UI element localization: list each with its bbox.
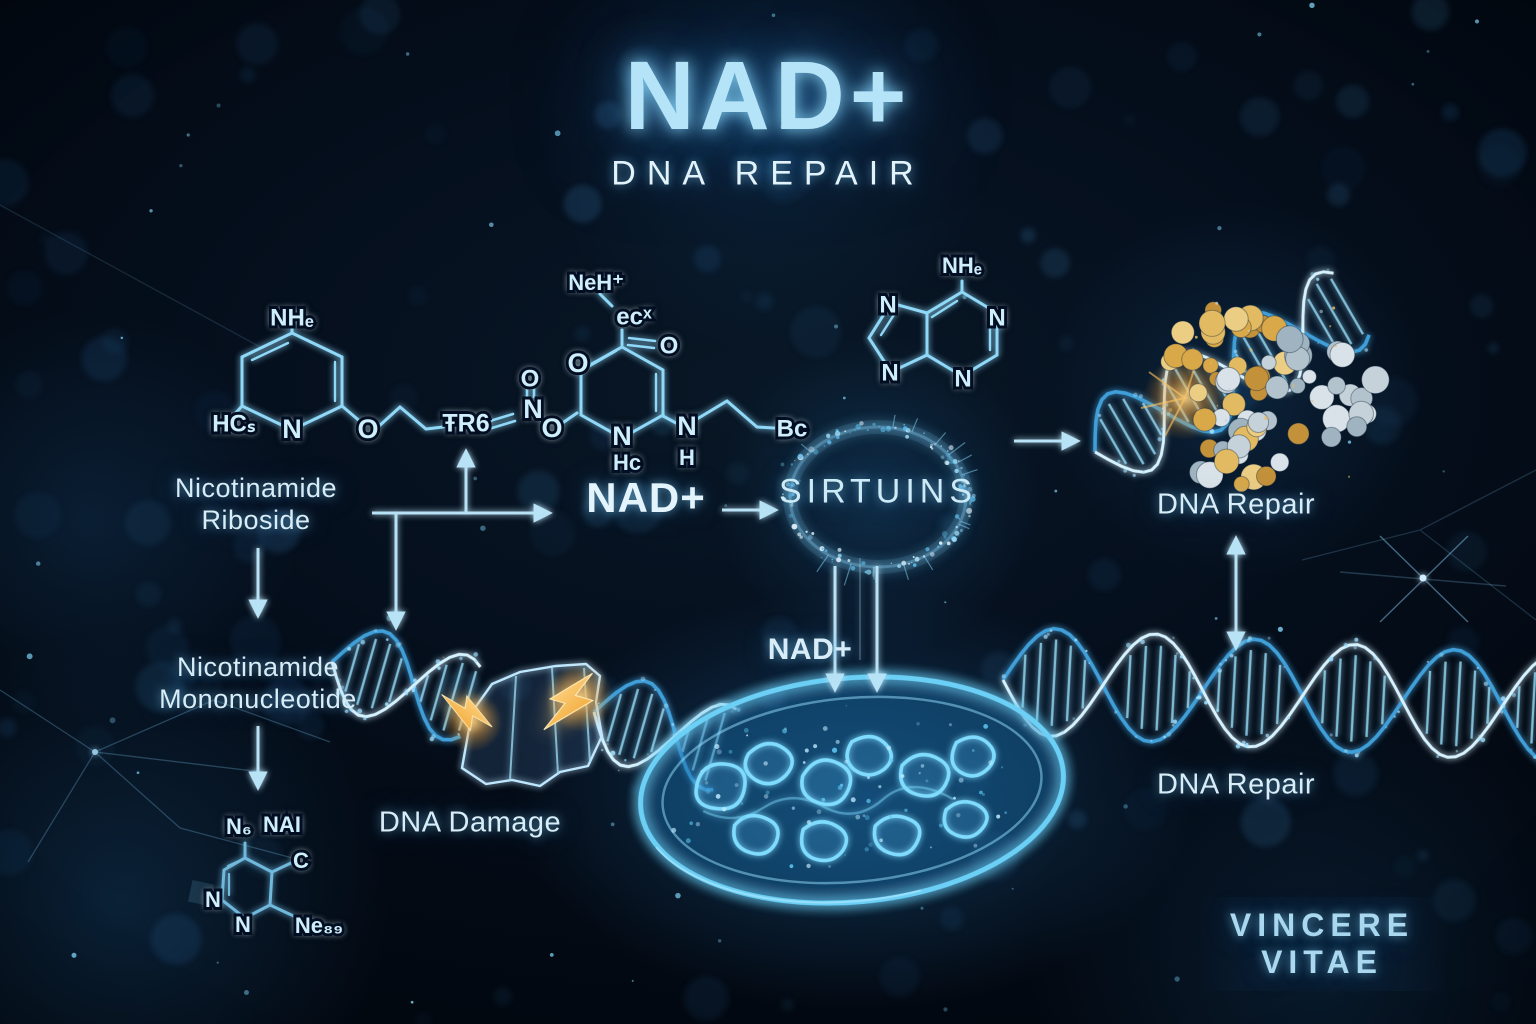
- atom-label: N: [205, 887, 221, 912]
- dna-helix: [1001, 626, 1536, 763]
- mitochondria-cristae: [694, 734, 996, 863]
- mitochondria-sparkles: [671, 704, 1007, 869]
- page-title: NAD+: [624, 41, 912, 150]
- atom-label: N₆: [226, 814, 252, 839]
- dna-helix: [330, 628, 482, 742]
- atom-label: O: [521, 365, 540, 392]
- atom-label: N: [523, 394, 543, 424]
- nmn-structure: [220, 841, 302, 921]
- atom-label: Ne₈₉: [295, 913, 343, 938]
- label-sirtuins: SIRTUINS: [778, 472, 978, 511]
- atom-label: ecˣ: [616, 303, 652, 330]
- pathway-arrows: [248, 431, 1246, 791]
- atom-label: NeH⁺: [568, 270, 624, 295]
- label-nad-pathway: NAD+: [586, 474, 706, 521]
- atom-label: N: [235, 912, 251, 937]
- atom-label: ŦR6: [442, 410, 489, 438]
- atom-label: NAI: [263, 812, 301, 837]
- brand-text: VINCERE VITAE: [1195, 897, 1449, 991]
- page-subtitle: DNA REPAIR: [611, 154, 925, 193]
- atom-label: N: [612, 421, 632, 451]
- atom-label: NHₑ: [270, 304, 314, 331]
- nicotinamide-riboside-structure: [232, 321, 445, 432]
- label-nicotinamide-riboside: Nicotinamide Riboside: [174, 473, 338, 535]
- mitochondria: [638, 674, 1066, 906]
- atom-label: O: [660, 332, 679, 359]
- atom-label: N: [677, 411, 697, 441]
- atom-label: N: [881, 359, 898, 386]
- atom-label: NHₑ: [942, 253, 982, 278]
- lens-flare-star: [1339, 535, 1507, 623]
- atom-label: H: [679, 445, 695, 470]
- atom-label: N: [282, 414, 302, 444]
- atom-label: O: [567, 348, 588, 378]
- dna-repair-protein-complex: [1140, 301, 1390, 493]
- dna-damage-bolts: [441, 664, 614, 752]
- adenine-structure: [867, 279, 999, 378]
- nad-intermediate-structure: [488, 292, 776, 440]
- atom-label: O: [541, 413, 562, 443]
- lightning-bolt-icon: [441, 694, 493, 732]
- constellation-lines: [0, 204, 1536, 907]
- particle-bokeh-bright: [26, 2, 1480, 1012]
- label-nicotinamide-mononucleotide: Nicotinamide Mononucleotide: [159, 652, 357, 714]
- label-nad-mitochondria: NAD+: [767, 633, 853, 666]
- atom-label: C: [293, 848, 309, 873]
- atom-label: N: [988, 304, 1005, 331]
- label-dna-repair-top: DNA Repair: [1156, 488, 1316, 521]
- atom-label: Hc: [613, 450, 641, 475]
- atom-label: Bc: [777, 415, 808, 442]
- atom-label: N: [954, 365, 971, 392]
- atom-label: HCₛ: [212, 410, 256, 437]
- atom-label: N: [879, 291, 896, 318]
- label-dna-repair-bottom: DNA Repair: [1156, 768, 1316, 801]
- atom-label: O: [357, 414, 378, 444]
- lightning-bolt-icon: [543, 672, 595, 731]
- label-dna-damage: DNA Damage: [378, 806, 562, 839]
